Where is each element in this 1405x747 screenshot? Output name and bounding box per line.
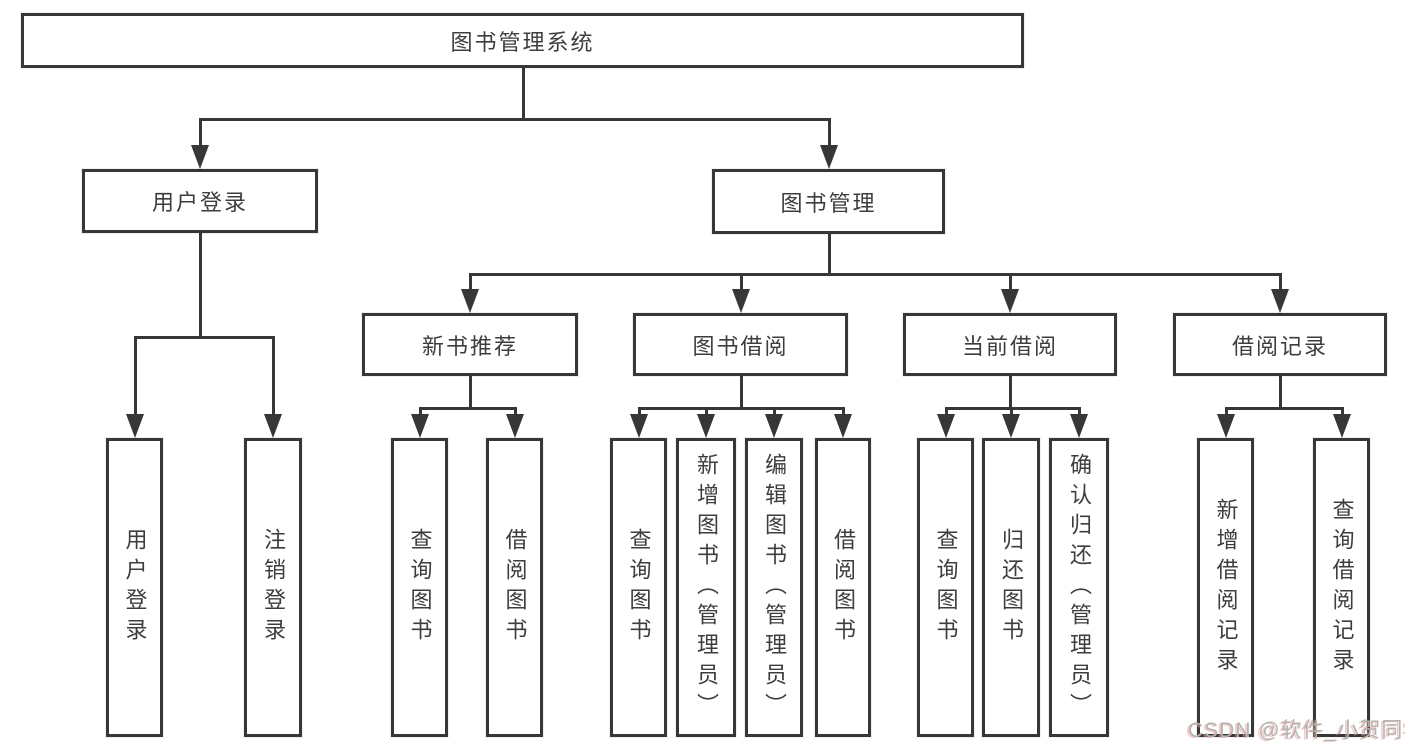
node-label: 借阅图书 [502,527,528,648]
node-leaf-logout: 注销登录 [244,438,302,737]
edge-stem [469,376,472,410]
node-label: 查询图书 [933,527,959,648]
node-label: 图书管理系统 [450,29,595,55]
node-label: 查询图书 [626,527,652,648]
edge-bus [199,118,831,121]
edge-drop [419,407,422,416]
node-leaf-query-books-current: 查询图书 [917,438,974,737]
arrowhead-down [461,289,479,313]
node-label: 新增图书（管理员） [694,452,719,723]
arrowhead-down [697,414,715,438]
edge-drop [638,407,641,416]
node-leaf-query-books-recommend: 查询图书 [391,438,448,737]
arrowhead-down [834,414,852,438]
edge-drop [1078,407,1081,416]
node-book-management: 图书管理 [712,169,945,234]
edge-drop [773,407,776,416]
node-book-borrowing: 图书借阅 [633,313,848,376]
node-label: 新书推荐 [421,333,518,359]
node-library-system: 图书管理系统 [21,13,1024,68]
arrowhead-down [1333,414,1351,438]
edge-bus [469,273,1282,276]
arrowhead-down [937,414,955,438]
edge-drop [469,273,472,291]
edge-drop [1225,407,1228,416]
node-user-login: 用户登录 [82,169,318,233]
csdn-watermark: CSDN @软件_小贺同学 [1188,719,1405,742]
node-leaf-borrow-books: 借阅图书 [815,438,871,737]
node-label: 查询图书 [407,527,433,648]
edge-drop [514,407,517,416]
arrowhead-down [411,414,429,438]
edge-drop [1009,273,1012,291]
node-label: 借阅记录 [1231,333,1328,359]
edge-bus [945,407,1081,410]
edge-drop [272,336,275,416]
node-label: 借阅图书 [831,527,856,648]
edge-drop [1279,273,1282,291]
node-leaf-query-borrow-record: 查询借阅记录 [1313,438,1370,737]
edge-drop [740,273,743,291]
edge-stem [740,376,743,410]
node-label: 查询借阅记录 [1329,497,1355,678]
arrowhead-down [1070,414,1088,438]
node-leaf-user-login: 用户登录 [106,438,163,737]
node-leaf-return-books: 归还图书 [982,438,1040,737]
node-leaf-query-books-borrowing: 查询图书 [610,438,667,737]
arrowhead-down [630,414,648,438]
edge-stem [1009,376,1012,410]
edge-drop [199,118,202,147]
node-label: 图书管理 [780,190,877,216]
node-label: 用户登录 [122,527,148,648]
arrowhead-down [191,145,209,169]
arrowhead-down [765,414,783,438]
arrowhead-down [506,414,524,438]
edge-stem [1279,376,1282,410]
node-label: 图书借阅 [692,333,789,359]
edge-bus [1225,407,1344,410]
arrowhead-down [1001,289,1019,313]
node-label: 确认归还（管理员） [1067,452,1092,723]
arrowhead-down [126,414,144,438]
arrowhead-down [732,289,750,313]
node-new-book-recommend: 新书推荐 [362,313,578,376]
node-leaf-confirm-return-admin: 确认归还（管理员） [1049,438,1109,737]
node-current-borrowing: 当前借阅 [903,313,1117,376]
edge-bus [419,407,517,410]
node-label: 编辑图书（管理员） [762,452,787,723]
arrowhead-down [1271,289,1289,313]
arrowhead-down [1002,414,1020,438]
node-leaf-borrow-books-recommend: 借阅图书 [486,438,543,737]
edge-stem [199,233,202,339]
edge-drop [945,407,948,416]
node-label: 用户登录 [151,190,248,215]
edge-drop [1341,407,1344,416]
edge-drop [134,336,137,416]
arrowhead-down [264,414,282,438]
edge-stem [828,234,831,276]
node-label: 新增借阅记录 [1213,497,1239,678]
edge-drop [828,118,831,147]
node-borrowing-records: 借阅记录 [1173,313,1387,376]
node-leaf-edit-books-admin: 编辑图书（管理员） [745,438,803,737]
node-label: 当前借阅 [961,333,1058,359]
node-leaf-add-borrow-record: 新增借阅记录 [1197,438,1254,737]
edge-drop [1010,407,1013,416]
edge-bus [134,336,275,339]
edge-drop [705,407,708,416]
edge-drop [842,407,845,416]
node-label: 注销登录 [261,527,286,648]
edge-stem [522,68,525,121]
edge-bus [638,407,845,410]
arrowhead-down [1217,414,1235,438]
node-label: 归还图书 [999,527,1024,648]
arrowhead-down [820,145,838,169]
node-leaf-add-books-admin: 新增图书（管理员） [676,438,736,737]
